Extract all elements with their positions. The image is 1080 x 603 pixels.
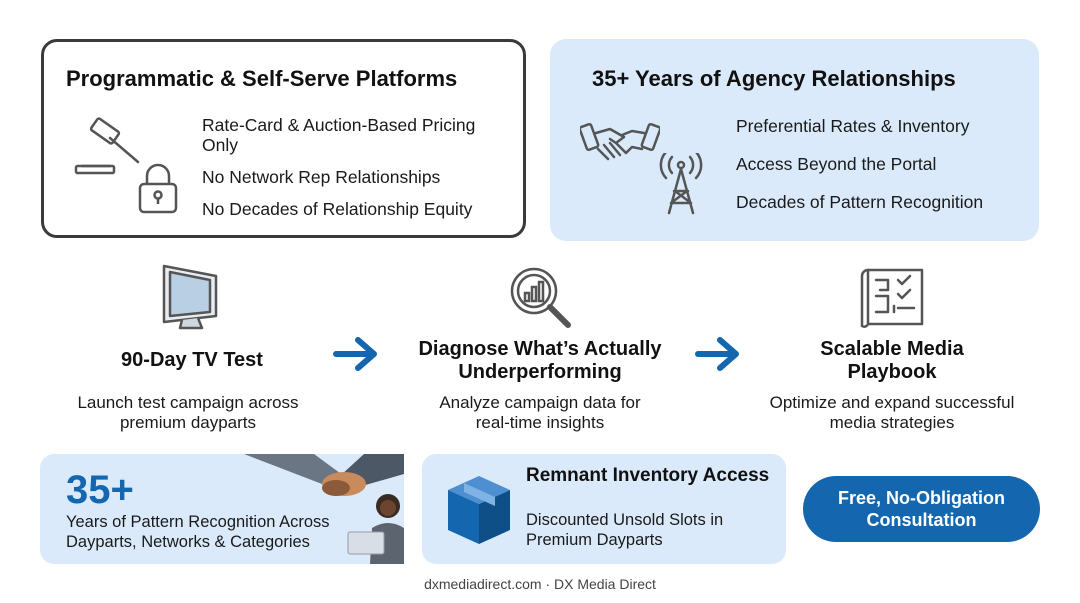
arrow-right-icon xyxy=(333,337,377,371)
blueprint-checklist-icon xyxy=(860,268,924,328)
handshake-illustration-icon xyxy=(244,454,404,564)
pattern-recognition-text: Years of Pattern Recognition Across Dayp… xyxy=(66,513,330,551)
step-2-title: Diagnose What’s Actually Underperforming xyxy=(418,338,662,383)
agency-card: 35+ Years of Agency Relationships Prefer… xyxy=(550,39,1039,241)
arrow-right-icon xyxy=(695,337,739,371)
platforms-card-title: Programmatic & Self-Serve Platforms xyxy=(66,66,458,91)
remnant-text: Discounted Unsold Slots in Premium Daypa… xyxy=(526,511,724,549)
step-2-desc: Analyze campaign data for real-time insi… xyxy=(439,393,641,432)
agency-item-3: Decades of Pattern Recognition xyxy=(736,192,984,212)
platforms-item-3: No Decades of Relationship Equity xyxy=(202,199,473,219)
magnifier-chart-icon xyxy=(510,267,571,328)
box-icon xyxy=(448,476,510,544)
platforms-item-1: Rate-Card & Auction-Based Pricing Only xyxy=(202,115,476,155)
platforms-item-2: No Network Rep Relationships xyxy=(202,167,441,187)
remnant-title: Remnant Inventory Access xyxy=(526,465,770,486)
remnant-inventory-card: Remnant Inventory Access Discounted Unso… xyxy=(422,454,786,564)
footer-text: dxmediadirect.com · DX Media Direct xyxy=(424,576,656,592)
agency-item-1: Preferential Rates & Inventory xyxy=(736,116,970,136)
handshake-icon xyxy=(580,122,660,161)
agency-item-2: Access Beyond the Portal xyxy=(736,154,937,174)
years-number: 35+ xyxy=(66,468,134,512)
agency-card-title: 35+ Years of Agency Relationships xyxy=(592,66,956,91)
tv-icon xyxy=(162,264,218,330)
antenna-icon xyxy=(659,153,703,215)
platforms-card: Programmatic & Self-Serve Platforms Rate… xyxy=(41,39,526,238)
gavel-icon xyxy=(74,117,140,175)
step-1-desc: Launch test campaign across premium dayp… xyxy=(77,393,299,432)
step-1-title: 90-Day TV Test xyxy=(121,349,263,371)
pattern-recognition-card: 35+ Years of Pattern Recognition Across … xyxy=(40,454,404,564)
lock-icon xyxy=(138,163,178,214)
consultation-button[interactable]: Free, No-Obligation Consultation xyxy=(803,476,1040,542)
step-3-desc: Optimize and expand successful media str… xyxy=(769,393,1015,432)
step-3-title: Scalable Media Playbook xyxy=(820,338,964,383)
